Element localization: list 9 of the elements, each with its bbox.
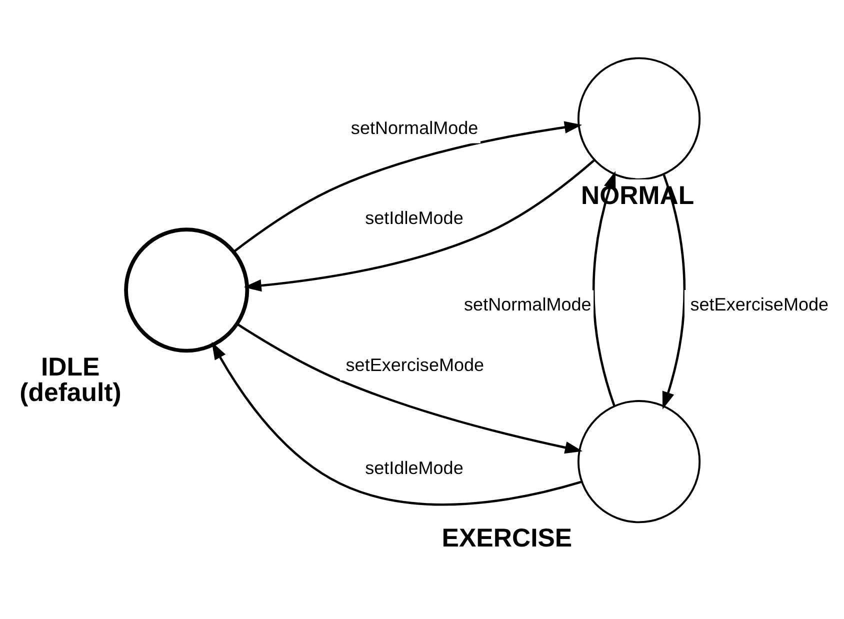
edge-label: setExerciseMode — [346, 354, 484, 375]
edge-label: setIdleMode — [365, 208, 464, 228]
edge-label: setIdleMode — [365, 458, 464, 478]
edge-label: setNormalMode — [464, 294, 592, 314]
edge-label: setNormalMode — [350, 118, 478, 138]
node-label: EXERCISE — [442, 524, 572, 553]
node-label: IDLE — [40, 353, 100, 382]
node-label: (default) — [20, 379, 122, 408]
edge-label: setExerciseMode — [690, 294, 829, 314]
